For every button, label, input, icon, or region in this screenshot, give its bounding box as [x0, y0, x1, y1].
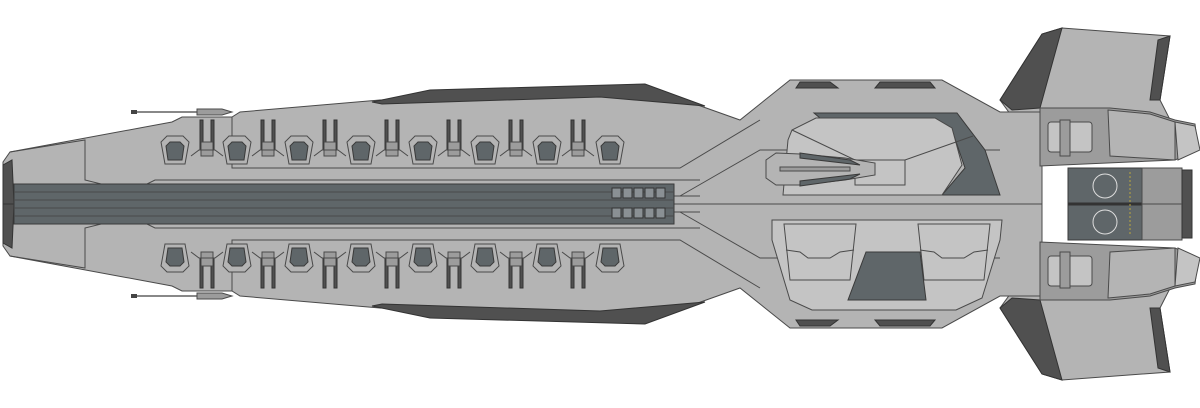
hangar-bay — [595, 135, 625, 165]
hangar-bay — [222, 243, 252, 273]
gun-turret — [190, 251, 224, 289]
gun-turret — [190, 119, 224, 157]
gun-turret — [313, 251, 347, 289]
vent — [644, 207, 655, 219]
hangar-bay — [160, 135, 190, 165]
bay-ring — [1092, 173, 1118, 199]
vent — [655, 187, 666, 199]
hangar-door-left — [783, 223, 857, 281]
hangar-bay — [284, 135, 314, 165]
engine-bottom — [1039, 241, 1200, 301]
hangar-bay — [532, 135, 562, 165]
gun-turret — [375, 251, 409, 289]
hangar-bay — [595, 243, 625, 273]
turret-array — [160, 119, 625, 289]
gun-turret — [499, 119, 533, 157]
vent — [644, 187, 655, 199]
gun-turret — [375, 119, 409, 157]
trench-vents — [611, 187, 666, 219]
central-trench — [13, 183, 675, 225]
vent — [622, 187, 633, 199]
gun-turret — [251, 119, 285, 157]
hangar-bay — [222, 135, 252, 165]
lower-dark-panel — [847, 251, 927, 301]
hangar-bay — [346, 135, 376, 165]
engine-top — [1039, 107, 1200, 167]
side-gun-top — [131, 108, 234, 116]
hangar-bay — [408, 135, 438, 165]
hangar-bay — [284, 243, 314, 273]
vent — [611, 207, 622, 219]
hangar-bay — [346, 243, 376, 273]
hangar-bay — [470, 243, 500, 273]
engines — [1039, 107, 1200, 301]
gun-turret — [251, 251, 285, 289]
vent — [655, 207, 666, 219]
gun-turret — [437, 251, 471, 289]
sponson-dark-strip — [371, 83, 706, 107]
bay-ring — [1092, 209, 1118, 235]
hangar-bay — [408, 243, 438, 273]
vent — [622, 207, 633, 219]
hangar-bay — [532, 243, 562, 273]
side-gun-bottom — [130, 292, 233, 300]
hangar-bay — [160, 243, 190, 273]
command-section — [765, 112, 1003, 311]
gun-turret — [561, 251, 595, 289]
hangar-bay — [470, 135, 500, 165]
vent — [633, 207, 644, 219]
gun-turret — [437, 119, 471, 157]
hangar-door-right — [917, 223, 991, 281]
gun-turret — [561, 119, 595, 157]
gun-turret — [313, 119, 347, 157]
gun-turret — [499, 251, 533, 289]
vent — [611, 187, 622, 199]
vent — [633, 187, 644, 199]
